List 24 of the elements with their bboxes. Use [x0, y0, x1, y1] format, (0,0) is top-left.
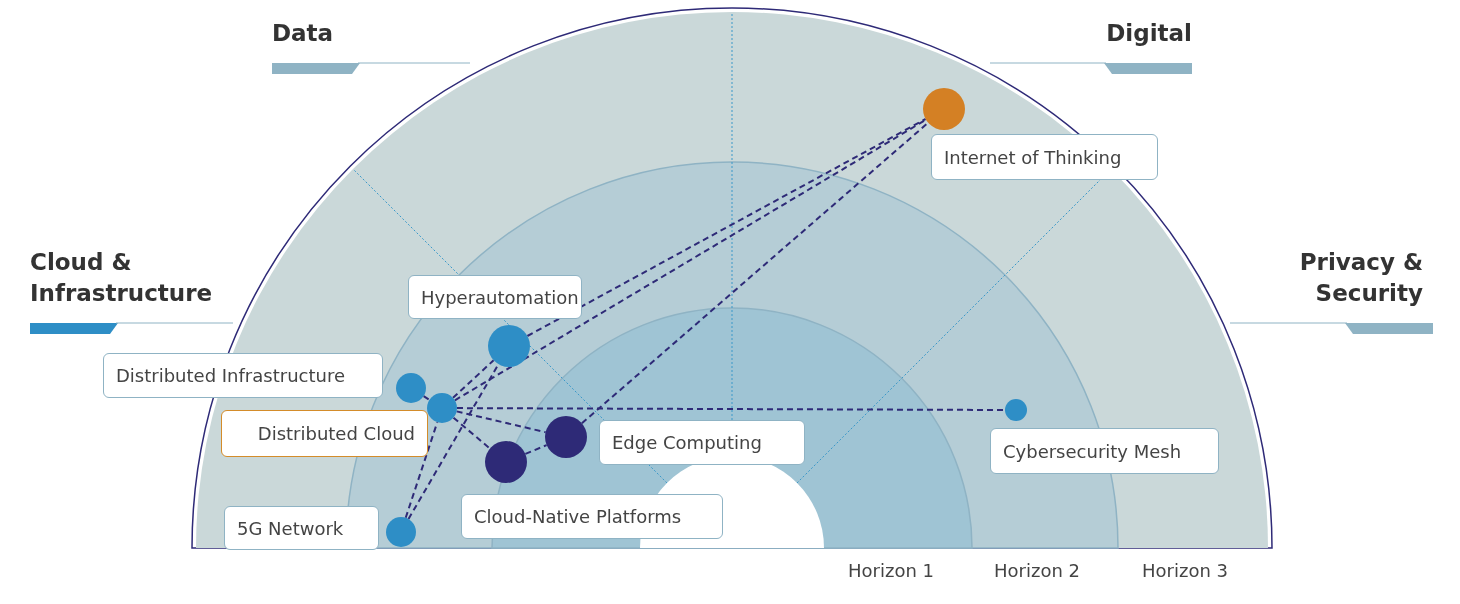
sector-heading: Privacy & Security — [1298, 248, 1423, 308]
dashed-connector — [453, 118, 927, 402]
dashed-connector — [456, 407, 1006, 411]
dashed-connector — [580, 121, 930, 425]
sector-heading: Data — [272, 19, 334, 48]
dashed-connector — [526, 118, 927, 337]
technology-label: Cloud-Native Platforms — [461, 494, 723, 539]
dashed-connector — [404, 421, 439, 519]
technology-label: Cybersecurity Mesh — [990, 428, 1219, 474]
sector-heading: Cloud & Infrastructure — [30, 248, 214, 308]
technology-label: Distributed Infrastructure — [103, 353, 383, 398]
horizon-label: Horizon 1 — [848, 560, 934, 581]
technology-label: Hyperautomation — [408, 275, 582, 319]
dashed-connector — [452, 416, 491, 450]
sector-heading: Digital — [1106, 19, 1192, 48]
horizon-label: Horizon 3 — [1142, 560, 1228, 581]
technology-label: Distributed Cloud — [221, 410, 428, 457]
dashed-connector — [452, 359, 495, 399]
technology-label: Internet of Thinking — [931, 134, 1158, 180]
dashed-connector — [524, 444, 548, 455]
technology-label: Edge Computing — [599, 420, 805, 465]
horizon-label: Horizon 2 — [994, 560, 1080, 581]
dashed-connector — [422, 395, 431, 401]
technology-label: 5G Network — [224, 506, 379, 550]
